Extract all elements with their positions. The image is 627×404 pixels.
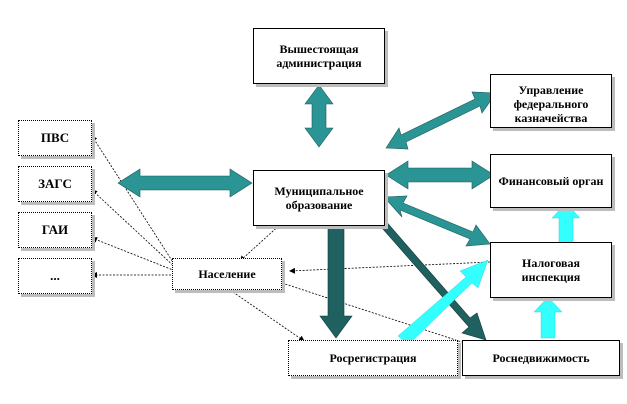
- node-federal-treasury-label: Управление федерального казначейства: [513, 83, 589, 125]
- arrow-municipal-finance: [385, 160, 495, 190]
- node-rosnedvizhimost-label: Роснедвижимость: [492, 351, 590, 365]
- node-higher-admin: Вышестоящая администрация: [253, 28, 385, 84]
- node-pvs: ПВС: [18, 120, 92, 156]
- node-zags-label: ЗАГС: [38, 176, 72, 191]
- arrow-admin-municipal: [304, 84, 334, 148]
- node-population-label: Население: [198, 267, 256, 281]
- arrow-tax-to-population: [289, 261, 491, 274]
- arrow-rosreg-to-tax: [397, 259, 489, 346]
- arrow-tax-to-finance: [551, 202, 581, 245]
- node-population: Население: [172, 258, 282, 290]
- node-tax-inspection: Налоговая инспекция: [490, 242, 612, 298]
- node-municipal-label: Муниципальное образование: [274, 184, 364, 212]
- node-more: ...: [18, 258, 92, 294]
- node-more-label: ...: [50, 268, 60, 283]
- node-rosnedvizhimost: Роснедвижимость: [462, 340, 620, 376]
- node-municipal: Муниципальное образование: [253, 170, 385, 226]
- arrow-municipal-federal: [385, 91, 497, 150]
- arrow-population-to-gai: [91, 237, 179, 273]
- node-higher-admin-label: Вышестоящая администрация: [276, 42, 362, 70]
- node-tax-inspection-label: Налоговая инспекция: [521, 256, 581, 284]
- node-federal-treasury: Управление федерального казначейства: [490, 74, 612, 128]
- node-gai-label: ГАИ: [41, 222, 69, 237]
- node-rosregistration: Росрегистрация: [288, 340, 458, 376]
- arrow-population-to-zags: [91, 189, 179, 271]
- node-zags: ЗАГС: [18, 166, 92, 202]
- node-gai: ГАИ: [18, 212, 92, 248]
- node-pvs-label: ПВС: [40, 130, 70, 145]
- node-rosregistration-label: Росрегистрация: [329, 351, 417, 365]
- arrow-rosned-to-tax: [533, 296, 563, 339]
- arrow-population-to-rosned: [281, 282, 475, 348]
- arrow-left-group-municipal: [117, 168, 253, 198]
- cyan-arrows: [397, 202, 581, 346]
- arrow-population-to-rosreg: [229, 289, 305, 342]
- node-finance-label: Финансовый орган: [498, 174, 604, 188]
- node-finance: Финансовый орган: [490, 154, 612, 208]
- arrow-population-to-pvs: [91, 135, 179, 271]
